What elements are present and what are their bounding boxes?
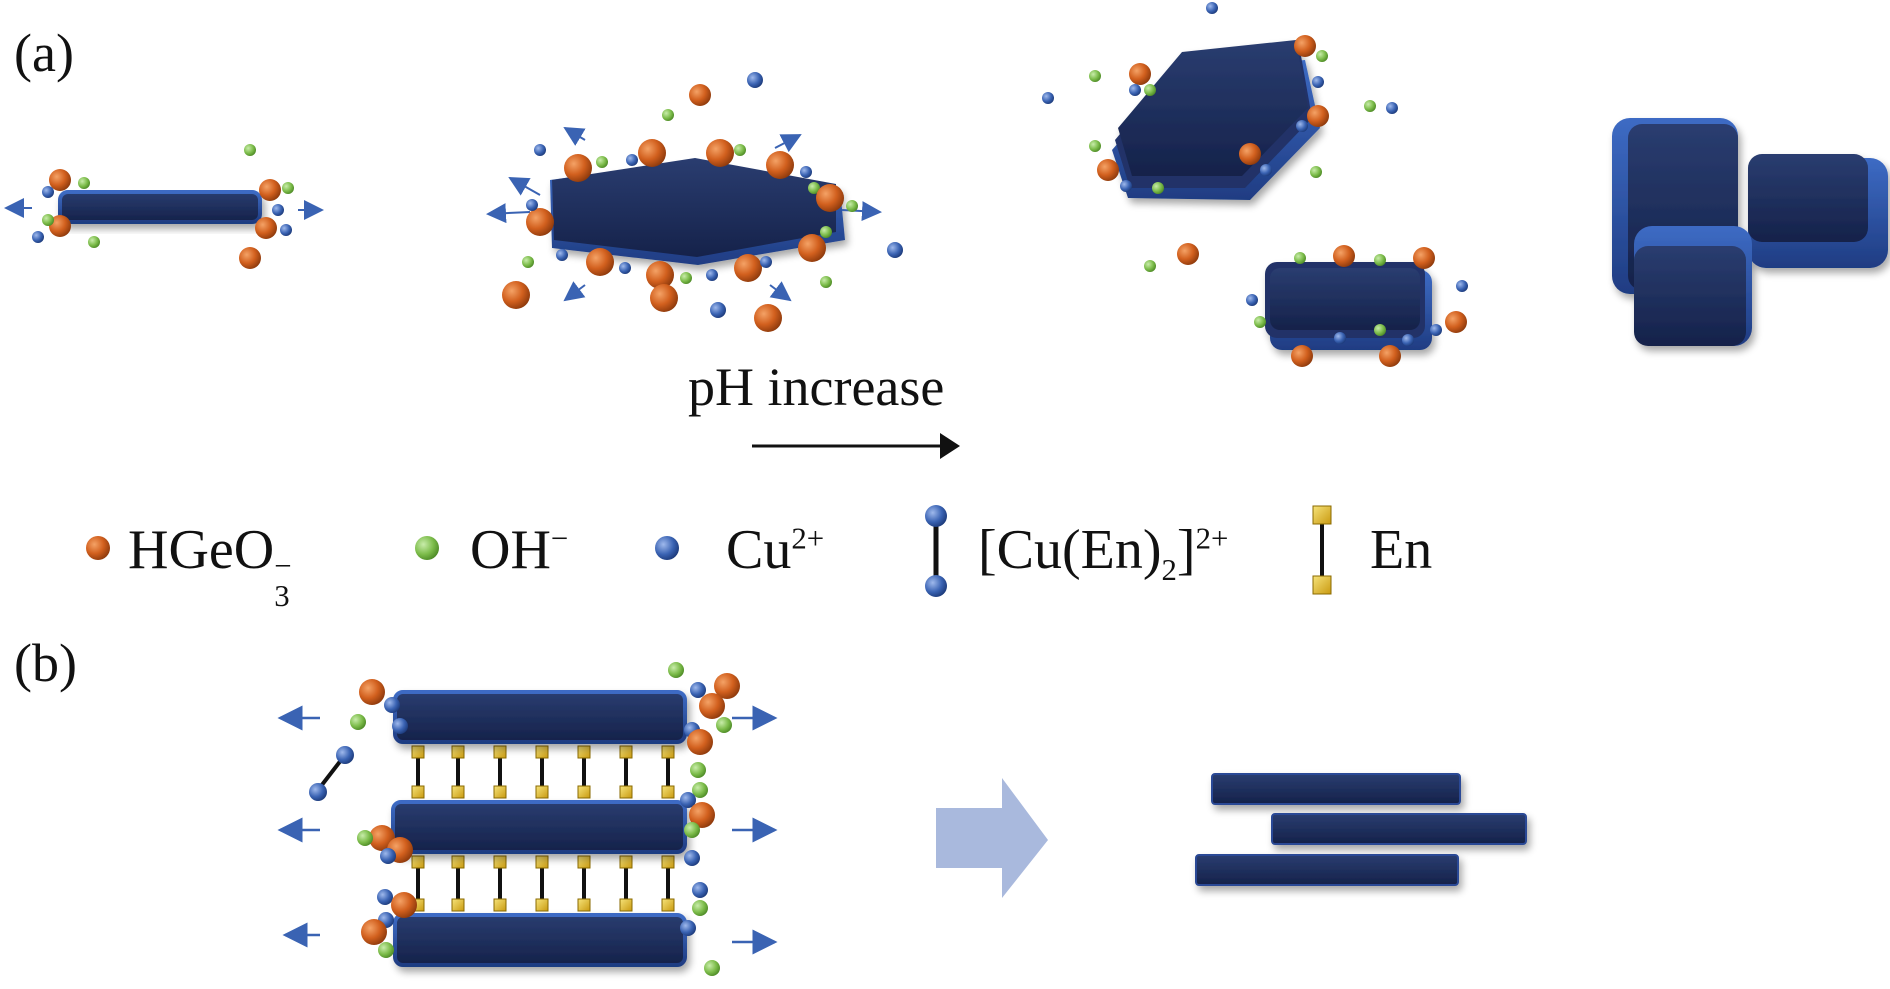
en-ligand-square (577, 785, 591, 799)
en-ligand-square (535, 898, 549, 912)
hgeo3-subscript: 3 (274, 578, 290, 613)
panel-b (277, 662, 1527, 976)
cu-en-close: ] (1176, 519, 1196, 581)
cu-superscript: 2+ (791, 521, 825, 556)
pillared-layered-structure (277, 662, 778, 976)
legend-icons (86, 505, 1332, 597)
en-ligand-square (411, 785, 425, 799)
en-ligand-square (619, 785, 633, 799)
en-ligand-square (535, 855, 549, 869)
en-ligand-square (661, 898, 675, 912)
en-ligand-square (661, 745, 675, 759)
en-ligand-square (535, 745, 549, 759)
en-ligand-square (411, 855, 425, 869)
legend-cu-en-label: [Cu(En)2]2+ (978, 519, 1229, 586)
en-ligand-square (619, 855, 633, 869)
legend-cu-label: Cu2+ (726, 522, 824, 578)
en-ligand-square (577, 898, 591, 912)
panel-b-label: (b) (14, 633, 77, 693)
en-ligand-square (451, 785, 465, 799)
en-ligand-square (661, 855, 675, 869)
oh-swatch (415, 536, 439, 560)
en-ligand-square (451, 855, 465, 869)
cu-en-superscript: 2+ (1195, 521, 1229, 556)
ph-increase-label: pH increase (688, 357, 945, 417)
en-ligand-square (493, 745, 507, 759)
en-ligand-square (411, 745, 425, 759)
oh-base: OH (470, 519, 551, 581)
en-ligand-square (451, 745, 465, 759)
cu-en-complex-icon (925, 505, 947, 597)
oh-superscript: − (550, 521, 569, 556)
legend-hgeo3-label: HGeO−3 (128, 519, 297, 611)
en-ligand-square (451, 898, 465, 912)
stage-4-cuboid-crystals (1612, 118, 1888, 346)
hgeo3-superscript: − (274, 549, 292, 584)
en-ligand-icon (1312, 505, 1332, 595)
en-ligand-square (535, 785, 549, 799)
stage-1-thin-plate (4, 144, 324, 269)
legend-oh-label: OH− (470, 522, 568, 578)
en-ligand-square (493, 785, 507, 799)
exfoliated-nanosheets (1195, 773, 1527, 886)
legend-en-label: En (1370, 519, 1433, 581)
cu-en-open: [Cu(En) (978, 519, 1162, 581)
en-ligand-square (619, 745, 633, 759)
en-ligand-square (493, 855, 507, 869)
en-ligand-square (661, 785, 675, 799)
transformation-arrow (936, 778, 1048, 898)
hgeo3-swatch (86, 536, 110, 560)
stage-2-hexagonal-plate (486, 72, 903, 332)
en-ligand-square (493, 898, 507, 912)
cu-swatch (655, 536, 679, 560)
panel-a (4, 2, 1888, 459)
stage-3-stacked-plates (1042, 2, 1468, 367)
ph-increase-arrow (752, 433, 960, 459)
cu-en-subscript: 2 (1161, 553, 1177, 588)
panel-a-label: (a) (14, 23, 74, 83)
en-ligand-square (577, 855, 591, 869)
hgeo3-base: HGeO (128, 519, 275, 581)
cu-base: Cu (726, 519, 792, 581)
en-ligand-square (577, 745, 591, 759)
en-ligand-square (619, 898, 633, 912)
